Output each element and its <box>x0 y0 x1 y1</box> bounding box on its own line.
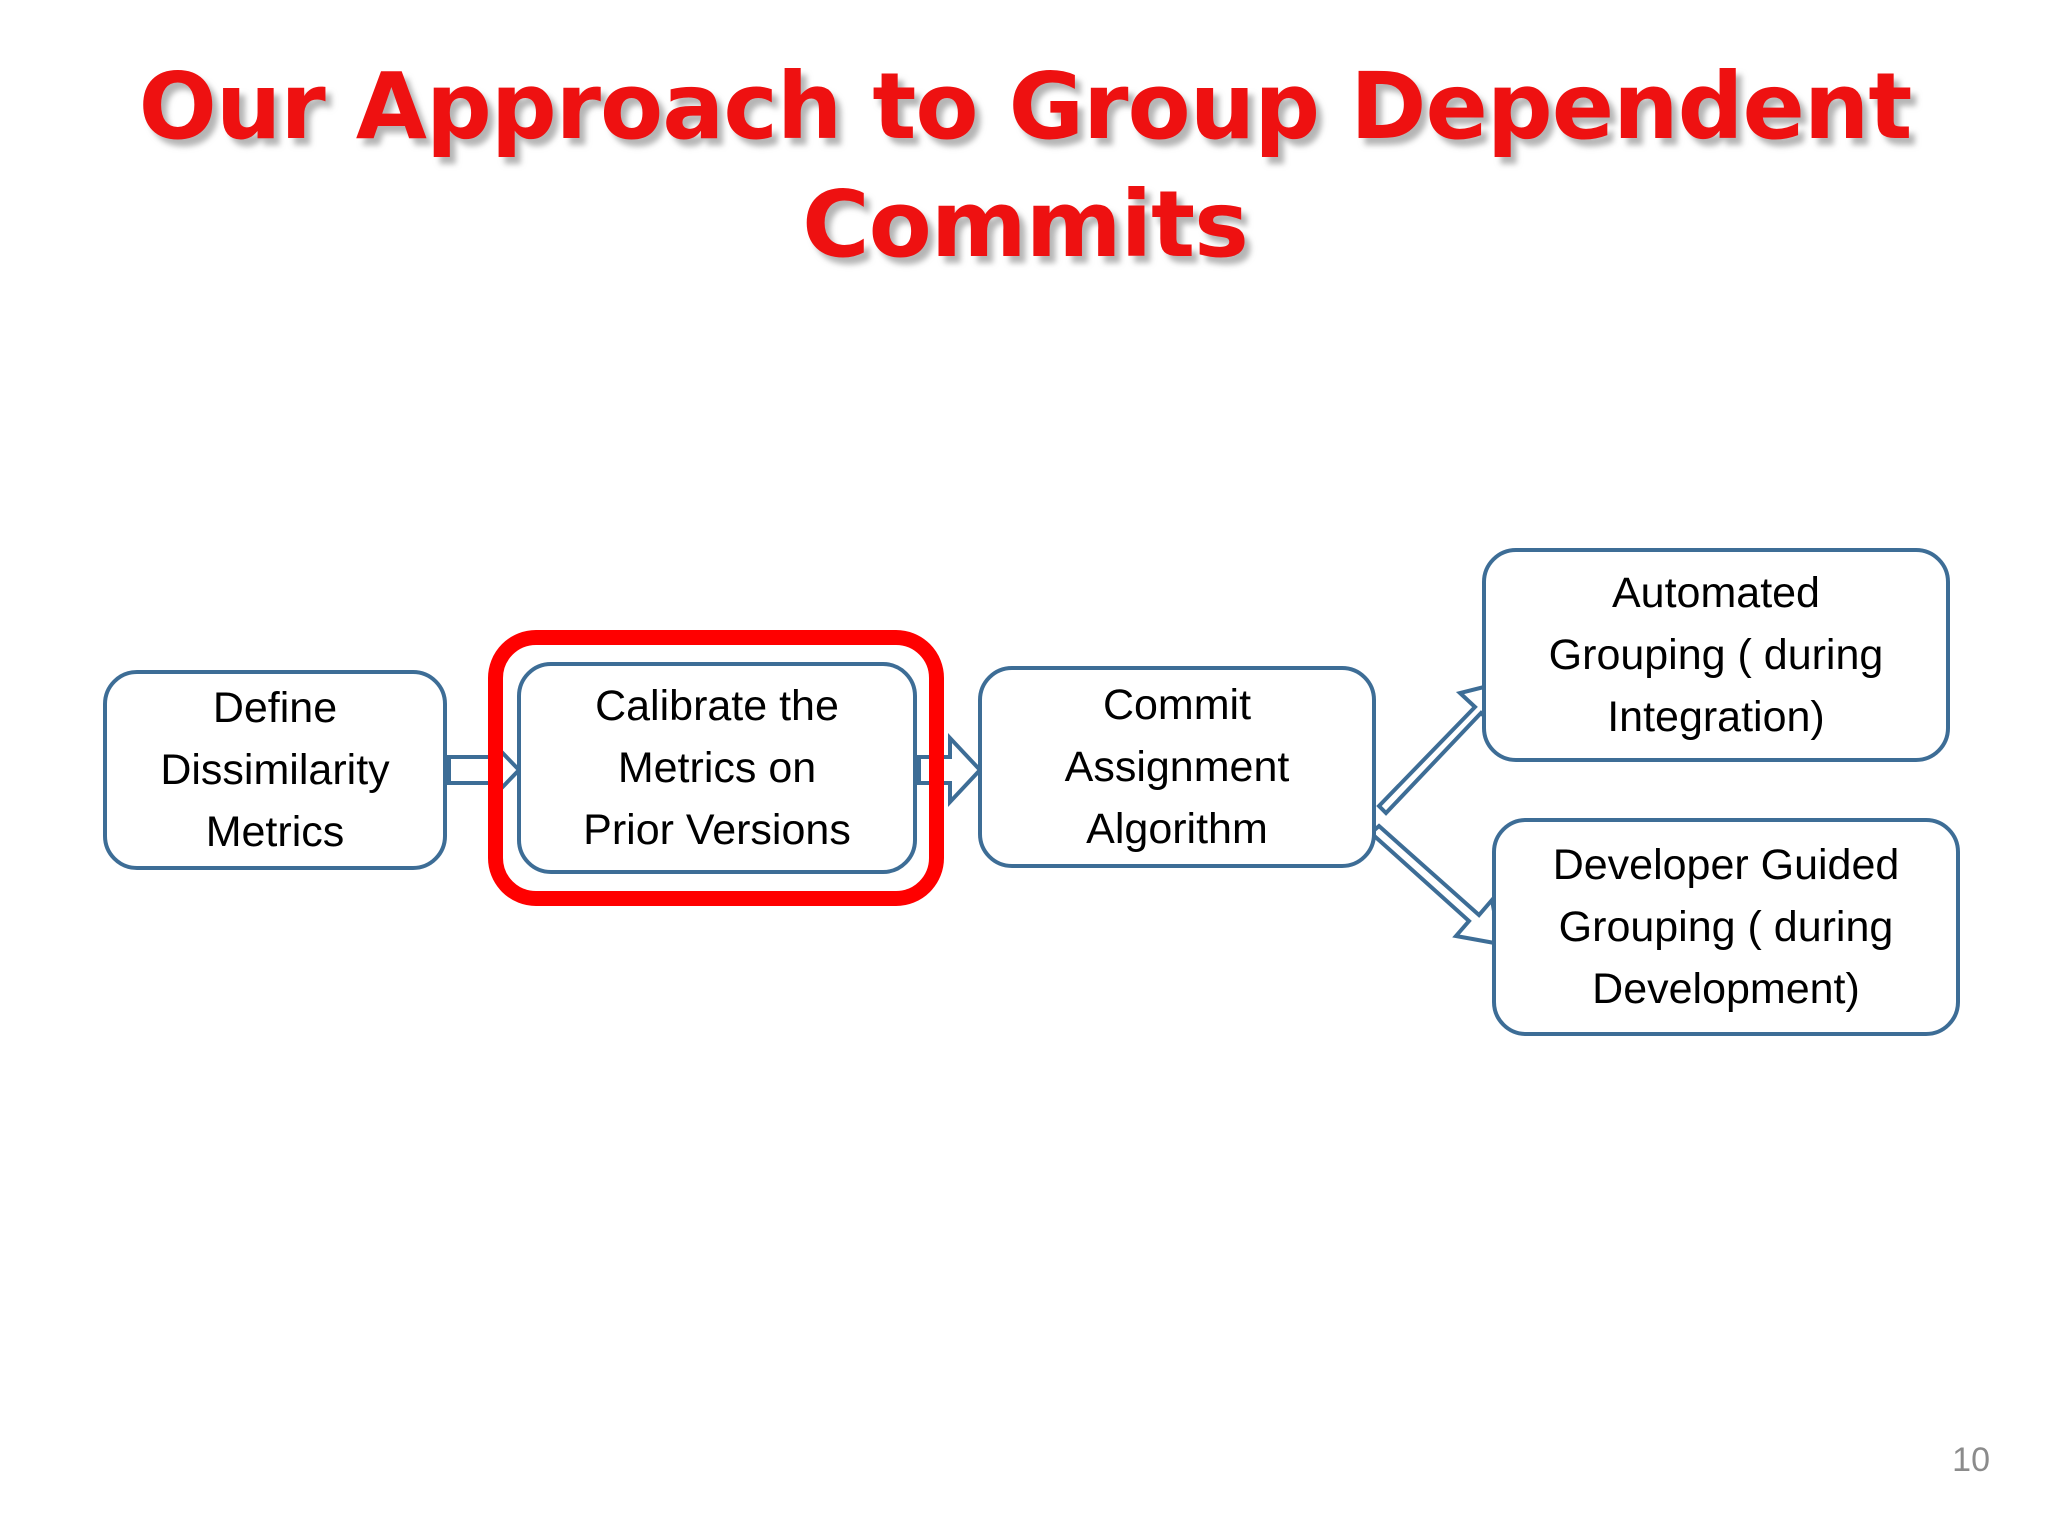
flow-node-label: Developer Guided Grouping ( during Devel… <box>1552 841 1900 1013</box>
flow-node-define-dissimilarity-metrics[interactable]: Define Dissimilarity Metrics <box>103 670 447 870</box>
edge-commit-developer-arrow <box>1367 823 1503 947</box>
flow-node-label: Calibrate the Metrics on Prior Versions <box>583 682 851 854</box>
flow-node-label: Define Dissimilarity Metrics <box>160 684 390 856</box>
edge-calibrate-commit-arrow <box>917 732 983 808</box>
flow-node-label: Automated Grouping ( during Integration) <box>1548 569 1884 741</box>
flow-node-label: Commit Assignment Algorithm <box>1064 681 1290 853</box>
flow-node-developer-guided-grouping[interactable]: Developer Guided Grouping ( during Devel… <box>1492 818 1960 1036</box>
flow-node-calibrate-metrics-on-prior-versions[interactable]: Calibrate the Metrics on Prior Versions <box>517 662 917 874</box>
flow-node-automated-grouping[interactable]: Automated Grouping ( during Integration) <box>1482 548 1950 762</box>
page-title: Our Approach to Group Dependent Commits <box>138 53 1913 278</box>
edge-define-calibrate-arrow <box>447 737 522 803</box>
flow-node-commit-assignment-algorithm[interactable]: Commit Assignment Algorithm <box>978 666 1376 868</box>
page-number: 10 <box>1952 1441 1990 1479</box>
